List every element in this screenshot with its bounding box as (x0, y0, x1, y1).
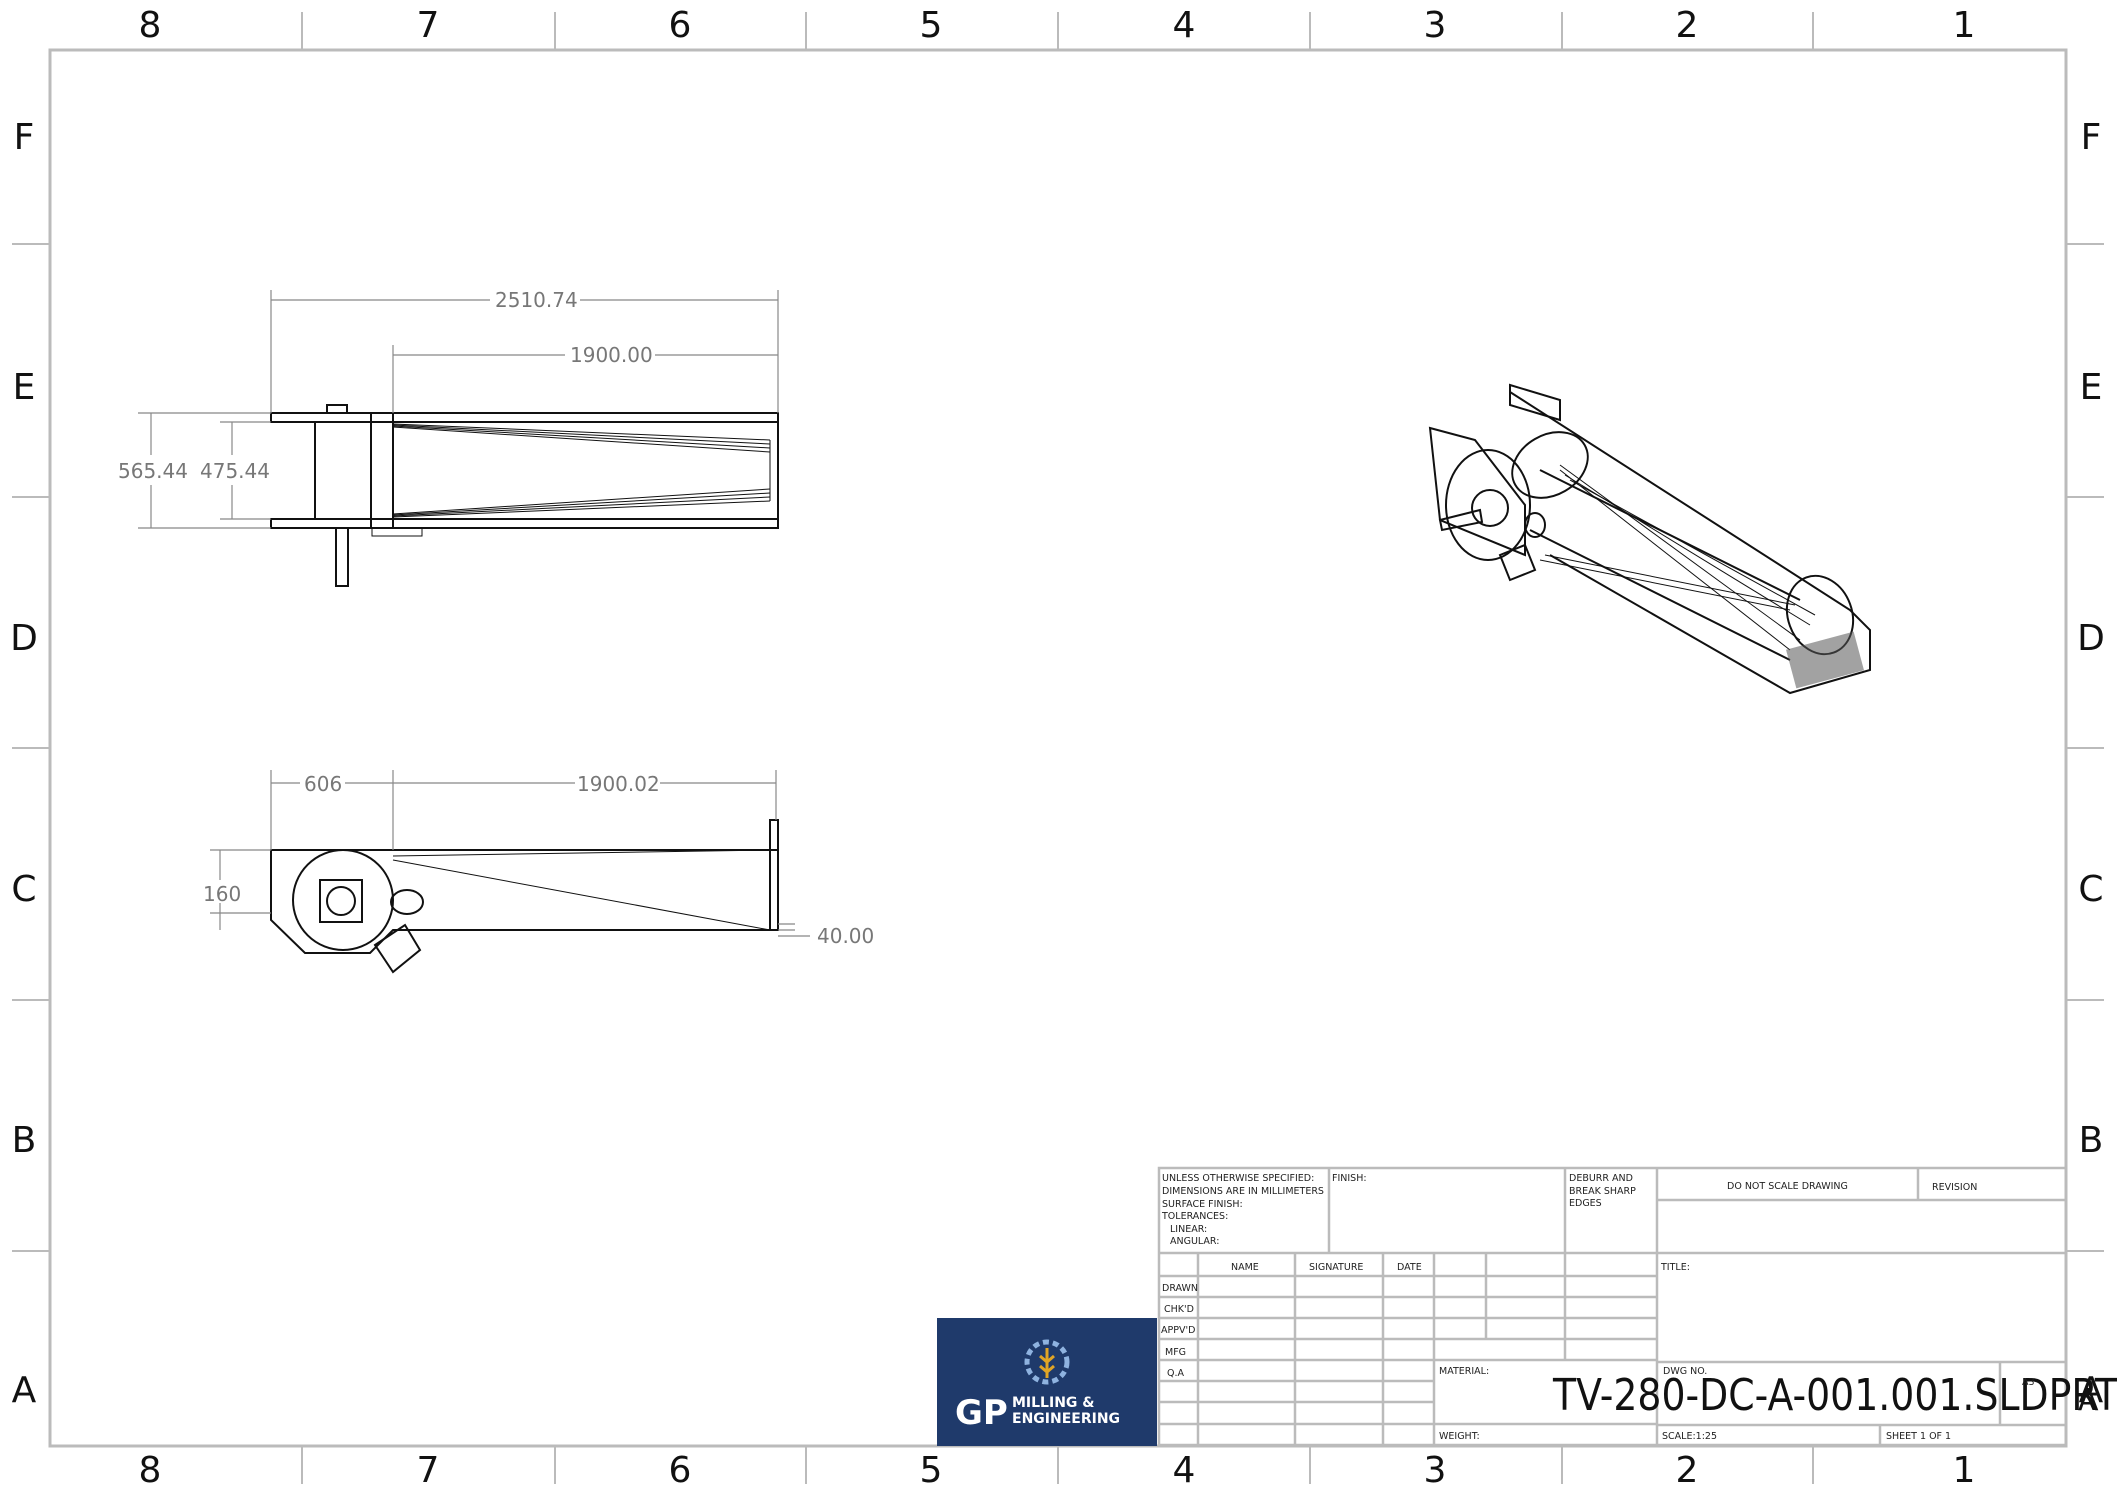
zone-row-label: F (14, 117, 35, 158)
zone-row-label: D (2077, 618, 2105, 659)
zone-col-label: 3 (1424, 5, 1447, 46)
note-angular: ANGULAR: (1170, 1236, 1219, 1247)
deburr-note-1: DEBURR AND (1569, 1173, 1633, 1184)
front-view: 606 1900.02 160 40.00 (203, 770, 874, 974)
sheet-number: SHEET 1 OF 1 (1886, 1431, 1951, 1442)
zone-row-label: D (10, 618, 38, 659)
note-surface-finish: SURFACE FINISH: (1162, 1199, 1243, 1210)
zone-col-label: 1 (1953, 1450, 1976, 1491)
top-view: 2510.74 1900.00 565.44 475.44 (118, 288, 779, 587)
isometric-view (1428, 383, 1871, 695)
col-name: NAME (1231, 1262, 1259, 1273)
note-linear: LINEAR: (1170, 1224, 1207, 1235)
dim-height: 160 (203, 882, 241, 906)
revision-label: REVISION (1932, 1182, 1977, 1193)
title-label: TITLE: (1660, 1262, 1690, 1273)
logo-line1: MILLING & (1012, 1395, 1094, 1411)
role-approved: APPV'D (1161, 1325, 1195, 1336)
zone-col-label: 6 (669, 5, 692, 46)
company-logo: GP MILLING & ENGINEERING (937, 1318, 1157, 1446)
zone-col-label: 6 (669, 1450, 692, 1491)
col-signature: SIGNATURE (1309, 1262, 1363, 1273)
zone-col-label: 7 (417, 5, 440, 46)
zone-col-label: 3 (1424, 1450, 1447, 1491)
scale: SCALE:1:25 (1662, 1431, 1717, 1442)
zone-col-label: 8 (139, 5, 162, 46)
dim-offset: 606 (304, 772, 342, 796)
weight-label: WEIGHT: (1439, 1431, 1480, 1442)
dim-inner-width: 475.44 (200, 459, 270, 483)
zone-col-label: 8 (139, 1450, 162, 1491)
deburr-note-3: EDGES (1569, 1198, 1602, 1209)
title-block: UNLESS OTHERWISE SPECIFIED: DIMENSIONS A… (1157, 1166, 2117, 1447)
zone-row-labels-right: F E D C B A (2077, 117, 2105, 1411)
dim-flange: 40.00 (817, 924, 874, 948)
zone-row-label: B (12, 1120, 37, 1161)
zone-column-labels-top: 8 7 6 5 4 3 2 1 (139, 5, 1976, 46)
do-not-scale: DO NOT SCALE DRAWING (1727, 1181, 1848, 1192)
zone-col-label: 2 (1676, 5, 1699, 46)
zone-col-label: 2 (1676, 1450, 1699, 1491)
finish-label: FINISH: (1332, 1173, 1367, 1184)
zone-row-label: E (13, 367, 36, 408)
zone-col-label: 7 (417, 1450, 440, 1491)
role-drawn: DRAWN (1162, 1283, 1198, 1294)
zone-row-label: A (2079, 1370, 2104, 1411)
role-checked: CHK'D (1164, 1304, 1194, 1315)
sheet-size: A3 (2022, 1377, 2035, 1388)
note-tolerances: TOLERANCES: (1161, 1211, 1228, 1222)
logo-initials: GP (955, 1393, 1008, 1433)
wheat-icon (1039, 1348, 1055, 1378)
dim-outer-width: 565.44 (118, 459, 188, 483)
zone-col-label: 5 (920, 5, 943, 46)
zone-row-label: A (12, 1370, 37, 1411)
zone-row-label: F (2081, 117, 2102, 158)
zone-row-label: C (11, 869, 36, 910)
zone-row-label: B (2079, 1120, 2104, 1161)
note-unless: UNLESS OTHERWISE SPECIFIED: (1162, 1173, 1314, 1184)
dim-front-body-length: 1900.02 (577, 772, 660, 796)
zone-column-labels-bottom: 8 7 6 5 4 3 2 1 (139, 1450, 1976, 1491)
zone-ticks (12, 12, 2104, 1484)
dwg-no-label: DWG NO. (1663, 1366, 1707, 1377)
zone-row-label: E (2080, 367, 2103, 408)
logo-line2: ENGINEERING (1012, 1411, 1120, 1427)
revision-letter: A (2078, 1383, 2099, 1418)
zone-row-labels-left: F E D C B A (10, 117, 38, 1411)
zone-col-label: 4 (1173, 1450, 1196, 1491)
zone-col-label: 4 (1173, 5, 1196, 46)
deburr-note-2: BREAK SHARP (1569, 1186, 1636, 1197)
drawing-border (48, 48, 2068, 1448)
col-date: DATE (1397, 1262, 1422, 1273)
zone-row-label: C (2078, 869, 2103, 910)
drawing-number: TV-280-DC-A-001.001.SLDPRT (1552, 1370, 2117, 1421)
gear-icon (1024, 1339, 1070, 1385)
zone-col-label: 1 (1953, 5, 1976, 46)
note-dimensions: DIMENSIONS ARE IN MILLIMETERS (1162, 1186, 1324, 1197)
role-mfg: MFG (1165, 1347, 1186, 1358)
zone-col-label: 5 (920, 1450, 943, 1491)
dim-body-length: 1900.00 (570, 343, 653, 367)
dim-overall-length: 2510.74 (495, 288, 578, 312)
role-qa: Q.A (1167, 1368, 1184, 1379)
material-label: MATERIAL: (1439, 1366, 1489, 1377)
